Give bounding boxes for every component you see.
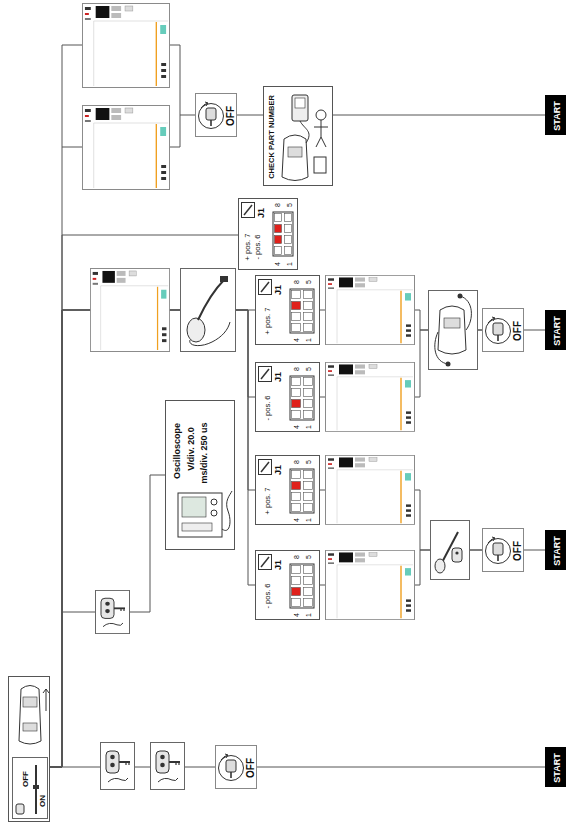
step-label: OFF — [226, 106, 236, 126]
box-label: 1 — [305, 518, 312, 522]
box-label: - pos. 6 — [264, 395, 272, 420]
terminal-label: START — [552, 536, 561, 565]
vehicle-box: OFF ON — [8, 676, 50, 822]
flow-line — [524, 330, 545, 331]
terminal-label: START — [552, 316, 561, 345]
box-label: 8 — [274, 203, 281, 207]
scope-screen — [82, 4, 169, 88]
flow-line — [237, 115, 263, 116]
remote-key-icon — [96, 590, 130, 633]
flow-line — [50, 475, 165, 767]
box-label: 4 — [293, 613, 300, 617]
box-label: 1 — [305, 613, 312, 617]
box-label: - pos. 6 — [254, 234, 262, 259]
box-label: J1 — [274, 465, 283, 475]
instrument-box: Oscilloscope V/div. 20.0 ms/div. 250 us — [165, 400, 235, 550]
box-label: 1 — [286, 262, 293, 266]
box-label: J1 — [274, 560, 283, 570]
scope-screen — [326, 362, 415, 431]
box-label: J1 — [257, 208, 266, 218]
box-label: 8 — [293, 460, 300, 464]
box-label: + pos. 7 — [264, 488, 272, 515]
box-label: 5 — [305, 367, 312, 371]
box-label: ON — [39, 795, 47, 807]
car-cable-illustration — [429, 291, 478, 370]
box-label: 5 — [305, 555, 312, 559]
probe-key-illustration — [431, 521, 470, 580]
scope-screen — [326, 550, 415, 619]
box-label: J1 — [274, 372, 283, 382]
box-label: 4 — [274, 262, 281, 266]
process-box: CHECK PART NUMBER — [263, 86, 333, 186]
start-terminal: START — [545, 747, 566, 787]
box-label: ms/div. 250 us — [200, 423, 209, 484]
start-terminal: START — [545, 95, 566, 135]
flow-line — [257, 767, 545, 768]
flow-line — [50, 310, 255, 767]
box-label: CHECK PART NUMBER — [268, 95, 276, 179]
scope-screen — [82, 106, 169, 190]
box-label: 5 — [286, 203, 293, 207]
ignition-off-step: OFF — [482, 308, 524, 352]
connector-box: J1 + pos. 7 8 5 4 1 — [255, 455, 320, 525]
flow-line — [50, 235, 238, 767]
box-label: 4 — [293, 338, 300, 342]
box-label: + pos. 7 — [244, 234, 252, 261]
remote-key-icon — [151, 743, 185, 790]
remote-key-icon — [101, 743, 135, 790]
flow-line — [50, 310, 255, 767]
box-label: 4 — [293, 425, 300, 429]
box-label: + pos. 7 — [264, 308, 272, 335]
ignition-off-step: OFF — [215, 745, 257, 789]
scope-screen — [90, 268, 169, 351]
step-label: OFF — [246, 758, 256, 778]
box-label: 8 — [293, 367, 300, 371]
box-label: 1 — [305, 338, 312, 342]
connector-box: J1 - pos. 6 8 5 4 1 — [255, 362, 320, 432]
flow-line — [50, 310, 255, 767]
connector-box: J1 + pos. 7 8 5 4 1 — [255, 275, 320, 345]
scope-screen — [326, 275, 415, 344]
box-label: 8 — [293, 280, 300, 284]
box-label: 8 — [293, 555, 300, 559]
box-label: 4 — [293, 518, 300, 522]
terminal-label: START — [552, 753, 561, 782]
start-terminal: START — [545, 310, 566, 350]
box-label: Oscilloscope — [173, 423, 182, 479]
start-terminal: START — [545, 530, 566, 570]
connector-box: J1 - pos. 6 8 5 4 1 — [255, 550, 320, 620]
terminal-label: START — [552, 101, 561, 130]
scope-screen — [326, 455, 415, 524]
box-label: 5 — [305, 280, 312, 284]
box-label: OFF — [22, 771, 30, 787]
connector-box: J1 + pos. 7- pos. 6 8 5 4 1 — [238, 198, 298, 270]
box-label: 1 — [305, 425, 312, 429]
flow-line — [333, 115, 545, 116]
box-label: - pos. 6 — [264, 583, 272, 608]
probe-illustration — [181, 269, 236, 352]
flow-line — [50, 310, 255, 767]
step-label: OFF — [513, 541, 523, 561]
box-label: 5 — [305, 460, 312, 464]
ignition-off-step: OFF — [482, 528, 524, 572]
flow-line — [524, 550, 545, 551]
box-label: J1 — [274, 285, 283, 295]
ignition-off-step: OFF — [195, 93, 237, 137]
step-label: OFF — [513, 321, 523, 341]
box-label: V/div. 20.0 — [187, 427, 196, 470]
